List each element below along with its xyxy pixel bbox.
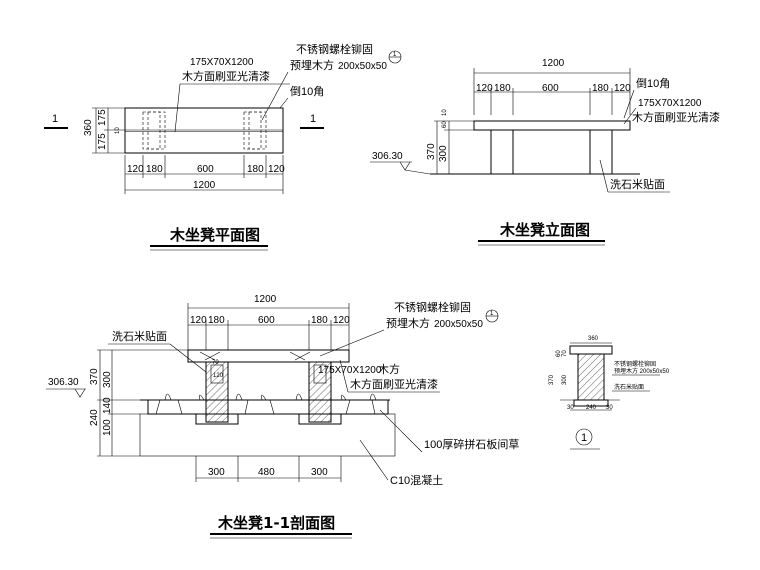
plan-label-embed: 预埋木方 xyxy=(290,58,334,72)
sec-ref-num: 1 xyxy=(490,311,494,317)
elevation-view: 1200 120 180 600 180 120 倒10角 175X70X120… xyxy=(370,58,720,246)
sec-dim-total: 1200 xyxy=(254,294,277,305)
detail-label-bolt: 不锈钢螺栓铆固 xyxy=(614,360,656,368)
detail-ref-num: 1 xyxy=(581,432,587,444)
sec-dim-180b: 180 xyxy=(311,315,328,326)
elev-dim-180b: 180 xyxy=(592,83,609,94)
plan-label-size: 175X70X1200 xyxy=(190,57,254,68)
detail-seat xyxy=(569,345,613,355)
sec-dim-300: 300 xyxy=(102,371,113,388)
sec-dim-370: 370 xyxy=(89,368,100,385)
elev-level: 306.30 xyxy=(372,151,403,162)
detail-label-embed: 预埋木方 200x50x50 xyxy=(614,367,670,375)
elev-label-size: 175X70X1200 xyxy=(638,98,702,109)
plan-title: 木坐凳平面图 xyxy=(169,226,260,244)
detail-dim-300: 300 xyxy=(562,374,568,385)
plan-leg-right xyxy=(243,111,267,150)
sec-dim-b300b: 300 xyxy=(311,467,328,478)
elev-dim-60: 60 xyxy=(442,121,448,128)
plan-dim-total: 1200 xyxy=(193,180,216,191)
detail-ref-circle xyxy=(575,428,593,446)
elev-dim-180a: 180 xyxy=(494,83,511,94)
sec-label-embed-size: 200x50x50 xyxy=(434,319,483,330)
sec-dim-100: 100 xyxy=(102,419,113,436)
plan-label-bolt: 不锈钢螺栓铆固 xyxy=(296,42,373,56)
sec-label-concrete: C10混凝土 xyxy=(390,473,443,487)
sec-seat xyxy=(187,349,350,363)
detail-dim-370: 370 xyxy=(549,374,555,385)
detail-dim-30a: 30 xyxy=(567,405,574,411)
sec-concrete-base xyxy=(139,413,396,457)
plan-dim-h-b: 10 xyxy=(115,127,121,134)
plan-dim-600: 600 xyxy=(197,164,214,175)
elev-dim-600: 600 xyxy=(542,83,559,94)
sec-dim-120b: 120 xyxy=(333,315,350,326)
elev-leg-left xyxy=(490,129,514,175)
plan-label-finish: 木方面刷亚光清漆 xyxy=(182,69,270,83)
sec-dim-600: 600 xyxy=(258,315,275,326)
sec-label-finish: 木方面刷亚光清漆 xyxy=(350,377,438,391)
elev-dim-370: 370 xyxy=(426,143,437,160)
plan-sec-left: 1 xyxy=(52,113,58,125)
sec-label-bolt: 不锈钢螺栓铆固 xyxy=(394,300,471,314)
plan-dim-h-total: 360 xyxy=(83,119,94,136)
sec-dim-b300a: 300 xyxy=(208,467,225,478)
sec-label-embed: 预埋木方 xyxy=(386,316,430,330)
sec-label-stone: 洗石米贴面 xyxy=(112,329,167,343)
detail-dim-60: 60 xyxy=(556,350,562,357)
detail-dim-70: 70 xyxy=(562,350,568,357)
elev-label-finish: 木方面刷亚光清漆 xyxy=(632,110,720,124)
sec-dim-120a: 120 xyxy=(190,315,207,326)
elev-label-chamfer: 倒10角 xyxy=(636,77,670,90)
sec-dim-70: 70 xyxy=(212,360,219,366)
elev-dim-300: 300 xyxy=(438,145,449,162)
plan-view: 175X70X1200 木方面刷亚光清漆 不锈钢螺栓铆固 预埋木方 200x50… xyxy=(44,42,402,251)
elev-dim-120b: 120 xyxy=(614,83,631,94)
detail-dim-240: 240 xyxy=(586,405,597,411)
plan-bench-outline xyxy=(124,107,284,154)
sec-level: 306.30 xyxy=(48,377,79,388)
sec-label-size: 175X70X1200 xyxy=(318,365,382,376)
plan-dim-180b: 180 xyxy=(247,164,264,175)
sec-dim-140: 140 xyxy=(102,397,113,414)
elev-title: 木坐凳立面图 xyxy=(499,221,590,239)
plan-dim-180a: 180 xyxy=(146,164,163,175)
detail-view: 360 370 60 70 300 不锈钢螺栓铆固 预埋木方 200x50x50… xyxy=(549,336,670,450)
sec-dim-240: 240 xyxy=(89,409,100,426)
sec-title: 木坐凳1-1剖面图 xyxy=(217,514,335,532)
plan-dim-h-a: 175 xyxy=(97,109,108,126)
elev-dim-120a: 120 xyxy=(476,83,493,94)
sec-label-wood: 木方 xyxy=(378,362,400,376)
section-view: 1200 120 180 600 180 120 不锈钢螺栓铆固 预埋木方 20… xyxy=(46,294,519,539)
detail-dim-30b: 30 xyxy=(606,405,613,411)
elev-seat xyxy=(473,120,631,131)
elev-dim-10: 10 xyxy=(442,109,448,116)
plan-sec-right: 1 xyxy=(310,113,316,125)
plan-dim-120a: 120 xyxy=(127,164,144,175)
detail-label-stone: 洗石米贴面 xyxy=(614,383,644,391)
sec-label-paving: 100厚碎拼石板间草 xyxy=(424,437,519,451)
elev-label-stone: 洗石米贴面 xyxy=(610,177,665,191)
elev-dim-total: 1200 xyxy=(542,58,565,69)
sec-dim-120c: 120 xyxy=(213,373,224,379)
elev-leg-right xyxy=(589,129,613,175)
plan-dim-h-c: 175 xyxy=(97,133,108,150)
sec-dim-180a: 180 xyxy=(208,315,225,326)
sec-paving xyxy=(147,399,389,415)
plan-dim-120b: 120 xyxy=(268,164,285,175)
detail-dim-360: 360 xyxy=(588,336,599,342)
plan-label-embed-size: 200x50x50 xyxy=(338,61,387,72)
plan-ref-num: 1 xyxy=(393,52,397,58)
plan-label-chamfer: 倒10角 xyxy=(290,85,324,98)
plan-leg-left xyxy=(142,111,166,150)
sec-dim-b480: 480 xyxy=(258,467,275,478)
